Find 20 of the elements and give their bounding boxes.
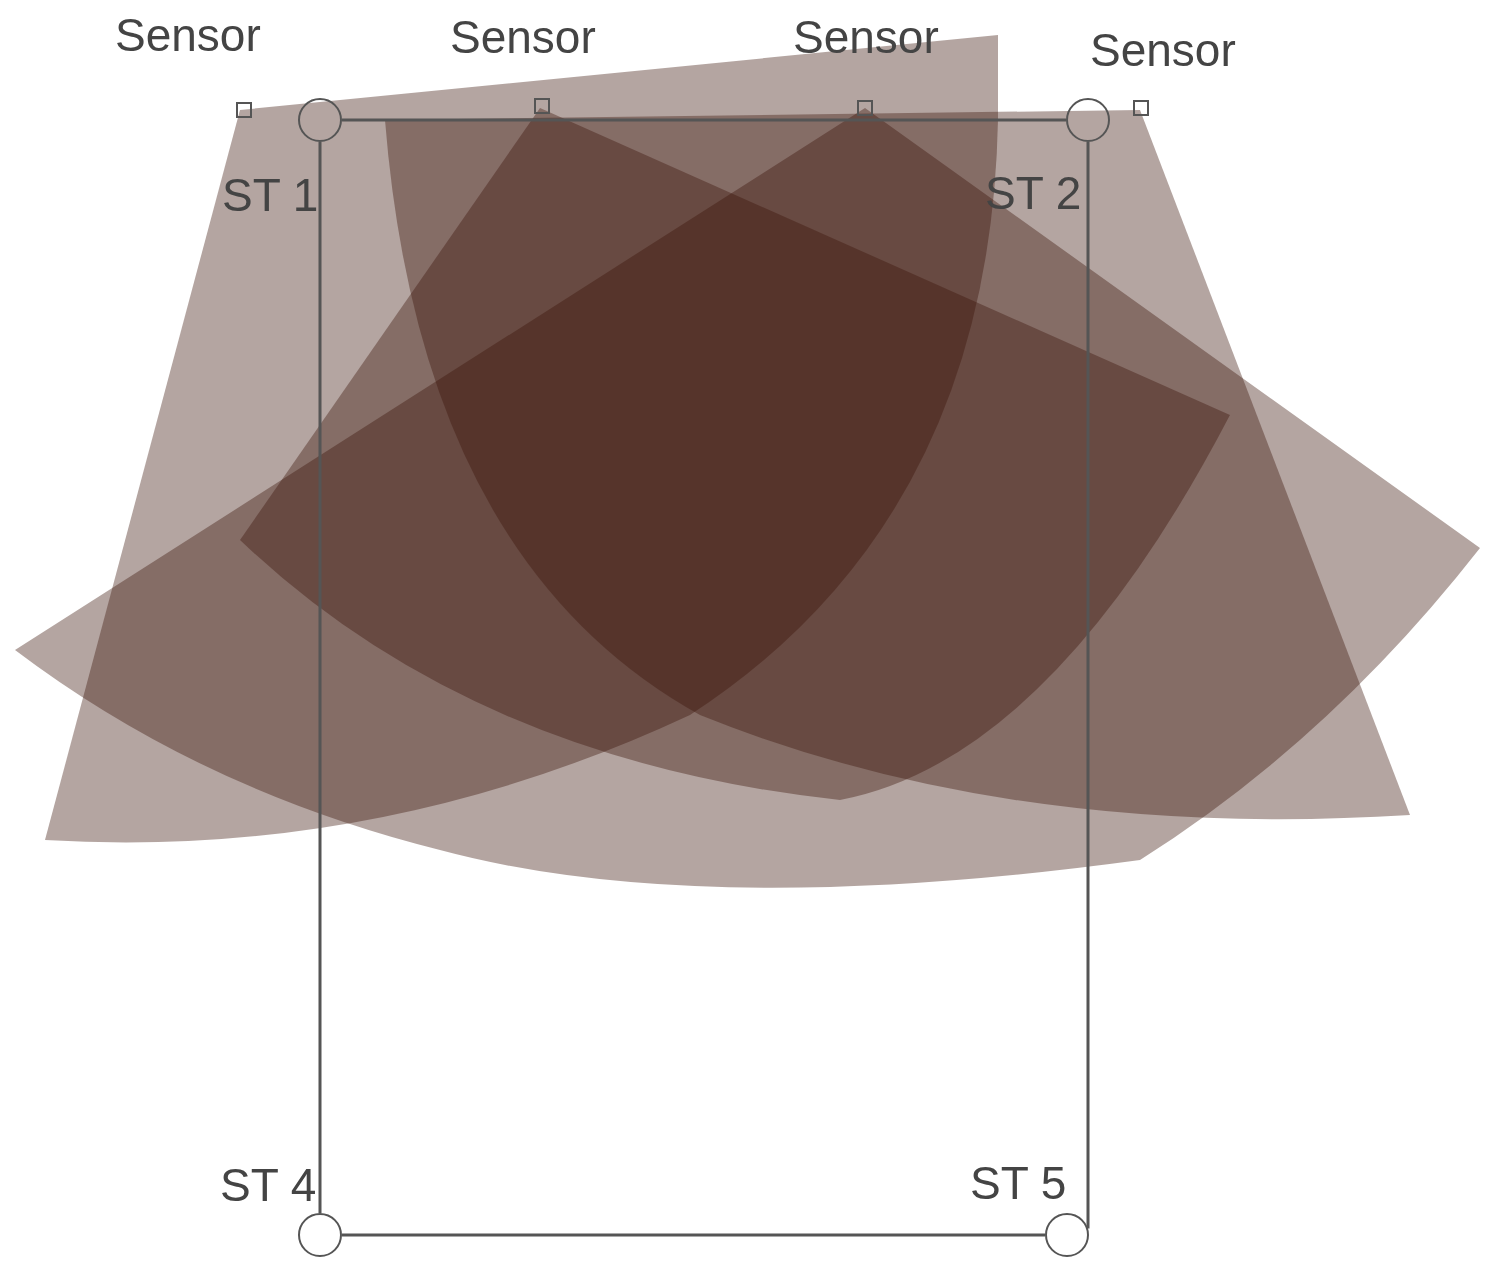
station-label: ST 1	[222, 172, 319, 218]
sensor-label: Sensor	[793, 14, 939, 60]
station-circle	[1045, 1213, 1089, 1257]
station-label: ST 4	[220, 1162, 317, 1208]
sensor-label: Sensor	[450, 14, 596, 60]
sensor-square	[534, 98, 550, 114]
sensor-square	[236, 102, 252, 118]
station-circle	[1066, 98, 1110, 142]
connecting-line	[342, 1233, 1045, 1237]
sensor-label: Sensor	[1090, 27, 1236, 73]
sensor-square	[857, 100, 873, 116]
connecting-line	[1086, 142, 1090, 1229]
sensor-square	[1133, 100, 1149, 116]
station-label: ST 5	[970, 1160, 1067, 1206]
connecting-line	[342, 118, 1066, 122]
station-circle	[298, 1213, 342, 1257]
station-circle	[298, 98, 342, 142]
connecting-line	[318, 142, 322, 1213]
station-label: ST 2	[985, 170, 1082, 216]
sensor-label: Sensor	[115, 12, 261, 58]
